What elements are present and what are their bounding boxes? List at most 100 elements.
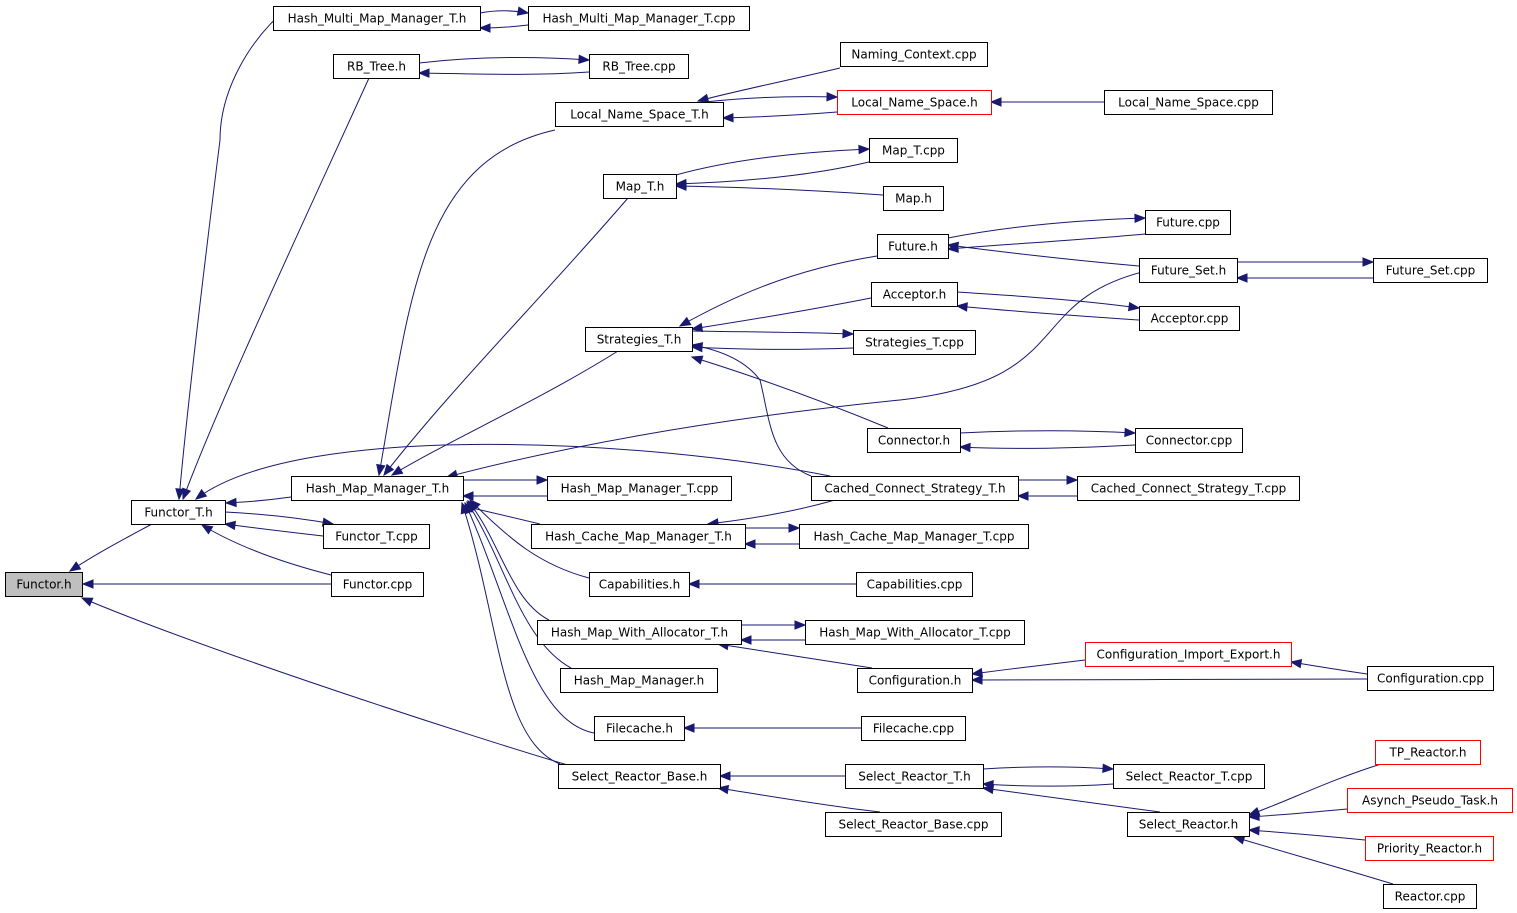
node-label: Hash_Map_Manager.h (574, 674, 704, 688)
edge-strategies-t-h-ccs (690, 342, 812, 477)
edge-arrowhead (478, 23, 491, 33)
node-rb-tree-h[interactable]: RB_Tree.h (333, 54, 420, 79)
node-local-ns-cpp[interactable]: Local_Name_Space.cpp (1104, 90, 1273, 115)
node-box (594, 716, 685, 741)
node-hcmm-t-h[interactable]: Hash_Cache_Map_Manager_T.h (531, 524, 746, 549)
edge-map-t-h-1 (674, 181, 884, 196)
edge-line (195, 443, 831, 500)
node-apt-h[interactable]: Asynch_Pseudo_Task.h (1347, 788, 1513, 813)
node-label: Select_Reactor.h (1139, 818, 1238, 832)
node-future-set-h[interactable]: Future_Set.h (1139, 258, 1238, 283)
node-ccs-t-h[interactable]: Cached_Connect_Strategy_T.h (811, 476, 1019, 501)
node-label: TP_Reactor.h (1389, 746, 1467, 760)
node-hmm-t-cpp[interactable]: Hash_Map_Manager_T.cpp (547, 476, 732, 501)
node-sr-t-cpp[interactable]: Select_Reactor_T.cpp (1113, 764, 1265, 789)
edge-arrowhead (958, 442, 971, 453)
edge-line (971, 659, 1086, 675)
edge-line (466, 501, 572, 669)
node-naming-context-cpp[interactable]: Naming_Context.cpp (840, 42, 988, 67)
edge-functor-t-h-2 (182, 77, 370, 501)
node-hmmm-t-h[interactable]: Hash_Multi_Map_Manager_T.h (273, 6, 481, 31)
node-map-h[interactable]: Map.h (883, 186, 944, 211)
node-box (1135, 428, 1243, 453)
node-local-ns-t-h[interactable]: Local_Name_Space_T.h (555, 102, 724, 127)
node-functor-t-cpp[interactable]: Functor_T.cpp (323, 524, 430, 549)
node-label: Acceptor.h (883, 288, 947, 302)
node-label: Select_Reactor_Base.cpp (839, 818, 989, 832)
node-box (547, 476, 732, 501)
edge-rb-tree-cpp-1 (418, 54, 591, 65)
node-configuration-cpp[interactable]: Configuration.cpp (1367, 666, 1494, 691)
edge-line (982, 783, 1114, 787)
node-hmm-h[interactable]: Hash_Map_Manager.h (560, 668, 718, 693)
node-functor-t-h[interactable]: Functor_T.h (131, 500, 226, 525)
edge-hcmm-t-h-1 (743, 539, 799, 549)
node-box (1347, 788, 1513, 813)
node-hmmm-t-cpp[interactable]: Hash_Multi_Map_Manager_T.cpp (528, 6, 750, 31)
node-label: Map_T.cpp (882, 144, 945, 158)
node-strategies-t-cpp[interactable]: Strategies_T.cpp (853, 330, 976, 355)
node-ccs-t-cpp[interactable]: Cached_Connect_Strategy_T.cpp (1077, 476, 1300, 501)
node-connector-cpp[interactable]: Connector.cpp (1135, 428, 1243, 453)
node-box (853, 330, 976, 355)
node-map-t-cpp[interactable]: Map_T.cpp (869, 138, 958, 163)
node-label: Future_Set.h (1151, 264, 1226, 278)
node-future-h[interactable]: Future.h (877, 234, 949, 259)
edge-hmm-t-h-hcpp (461, 491, 547, 501)
node-box (1104, 90, 1273, 115)
node-label: Strategies_T.h (597, 333, 682, 347)
node-strategies-t-h[interactable]: Strategies_T.h (585, 327, 693, 352)
edge-srb-h-srt (718, 771, 845, 781)
edge-hmm-t-h-ln (376, 129, 556, 477)
edge-sr-t-h-cpp (981, 779, 1114, 790)
node-label: Local_Name_Space_T.h (570, 108, 708, 122)
node-local-ns-h[interactable]: Local_Name_Space.h (837, 90, 992, 115)
node-future-cpp[interactable]: Future.cpp (1145, 210, 1231, 235)
node-capabilities-cpp[interactable]: Capabilities.cpp (856, 572, 973, 597)
node-capabilities-h[interactable]: Capabilities.h (589, 572, 690, 597)
node-label: Functor_T.h (144, 506, 212, 520)
node-hmm-t-h[interactable]: Hash_Map_Manager_T.h (291, 476, 464, 501)
node-label: Configuration_Import_Export.h (1097, 648, 1281, 662)
node-box (840, 42, 988, 67)
edge-arrowhead (1362, 257, 1375, 267)
node-priority-reactor-h[interactable]: Priority_Reactor.h (1365, 836, 1494, 861)
edge-functor-t-h-1 (175, 5, 291, 501)
edge-line (391, 350, 619, 476)
node-srb-cpp[interactable]: Select_Reactor_Base.cpp (825, 812, 1002, 837)
edge-strategies-t-h-scpp (690, 342, 854, 353)
node-box (531, 524, 746, 549)
edge-arrowhead (718, 771, 731, 781)
node-label: Filecache.cpp (873, 722, 954, 736)
node-box (589, 54, 689, 79)
node-hcmm-t-cpp[interactable]: Hash_Cache_Map_Manager_T.cpp (799, 524, 1029, 549)
node-functor-h[interactable]: Functor.h (5, 572, 83, 597)
edge-arrowhead (383, 463, 395, 477)
node-hmwa-t-h[interactable]: Hash_Map_With_Allocator_T.h (537, 620, 742, 645)
node-rb-tree-cpp[interactable]: RB_Tree.cpp (589, 54, 689, 79)
node-connector-h[interactable]: Connector.h (867, 428, 961, 453)
node-box (333, 54, 420, 79)
node-box (856, 572, 973, 597)
edge-functor-t-h-3 (194, 443, 831, 500)
node-label: Reactor.cpp (1395, 890, 1466, 904)
node-srb-h[interactable]: Select_Reactor_Base.h (558, 764, 721, 789)
node-tp-reactor-h[interactable]: TP_Reactor.h (1375, 740, 1481, 765)
edge-line (1248, 808, 1348, 818)
node-cie-h[interactable]: Configuration_Import_Export.h (1085, 642, 1292, 667)
node-acceptor-cpp[interactable]: Acceptor.cpp (1139, 306, 1240, 331)
node-filecache-h[interactable]: Filecache.h (594, 716, 685, 741)
node-functor-cpp[interactable]: Functor.cpp (331, 572, 424, 597)
edge-arrowhead (175, 488, 185, 501)
edge-line (1290, 661, 1368, 675)
node-acceptor-h[interactable]: Acceptor.h (871, 282, 958, 307)
node-sr-t-h[interactable]: Select_Reactor_T.h (845, 764, 984, 789)
node-reactor-cpp[interactable]: Reactor.cpp (1383, 884, 1477, 909)
node-map-t-h[interactable]: Map_T.h (603, 174, 677, 199)
node-sr-h[interactable]: Select_Reactor.h (1127, 812, 1250, 837)
node-configuration-h[interactable]: Configuration.h (857, 668, 973, 693)
edge-line (383, 197, 629, 476)
node-future-set-cpp[interactable]: Future_Set.cpp (1373, 258, 1488, 283)
node-filecache-cpp[interactable]: Filecache.cpp (861, 716, 966, 741)
node-hmwa-t-cpp[interactable]: Hash_Map_With_Allocator_T.cpp (805, 620, 1025, 645)
